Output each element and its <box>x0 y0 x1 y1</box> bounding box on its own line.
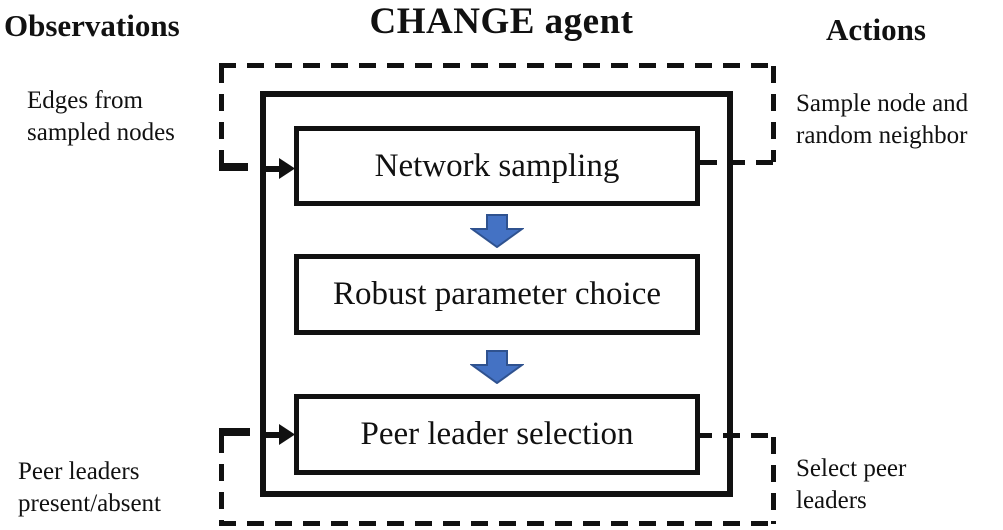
observation-connector-bottom-vertical <box>219 436 224 524</box>
input-arrow-right-icon <box>266 424 295 445</box>
figure-title: CHANGE agent <box>369 1 634 42</box>
observation-note-edges-line1: Edges from <box>27 87 143 114</box>
step-label-peer-leader-selection: Peer leader selection <box>360 416 634 452</box>
input-arrow-tail <box>266 432 281 438</box>
action-note-sample-line2: random neighbor <box>796 122 968 149</box>
action-note-select: Select peer leaders <box>796 453 906 517</box>
input-arrow-head <box>279 158 295 179</box>
flow-arrow-down-shape <box>470 214 524 248</box>
step-label-network-sampling: Network sampling <box>374 147 620 184</box>
step-box-network-sampling: Network sampling <box>294 126 700 206</box>
step-box-peer-leader-selection: Peer leader selection <box>294 394 700 475</box>
observation-note-edges: Edges from sampled nodes <box>27 85 175 149</box>
action-note-sample-line1: Sample node and <box>796 90 969 117</box>
step-box-robust-parameter-choice: Robust parameter choice <box>294 254 700 335</box>
input-arrow-right-icon <box>266 158 295 179</box>
flow-arrow-down-icon <box>470 350 524 384</box>
agent-boundary-frame <box>260 91 733 497</box>
observations-heading: Observations <box>4 8 180 43</box>
action-connector-top-horizontal <box>700 160 776 165</box>
observation-note-edges-line2: sampled nodes <box>27 119 175 146</box>
actions-heading: Actions <box>826 12 926 47</box>
input-arrow-head <box>279 424 295 445</box>
observation-note-peer-leaders-line2: present/absent <box>18 490 162 517</box>
action-connector-bottom-horizontal <box>695 433 776 438</box>
action-note-select-line1: Select peer <box>796 455 907 482</box>
flow-arrow-down-shape <box>470 350 524 384</box>
input-arrow-tail <box>266 166 281 172</box>
dashed-boundary-bottom <box>219 521 777 526</box>
action-note-select-line2: leaders <box>796 487 867 514</box>
step-label-robust-parameter-choice: Robust parameter choice <box>332 276 662 312</box>
action-connector-bottom-vertical <box>771 437 776 524</box>
observation-connector-top-corner <box>219 163 248 171</box>
dashed-boundary-top <box>219 63 777 68</box>
observation-connector-top-vertical <box>219 66 224 163</box>
observation-note-peer-leaders: Peer leaders present/absent <box>18 456 161 520</box>
observation-note-peer-leaders-line1: Peer leaders <box>18 458 140 485</box>
action-note-sample: Sample node and random neighbor <box>796 88 968 152</box>
flow-arrow-down-icon <box>470 214 524 248</box>
observation-connector-bottom-corner <box>219 428 250 436</box>
action-connector-top-vertical <box>771 66 776 162</box>
